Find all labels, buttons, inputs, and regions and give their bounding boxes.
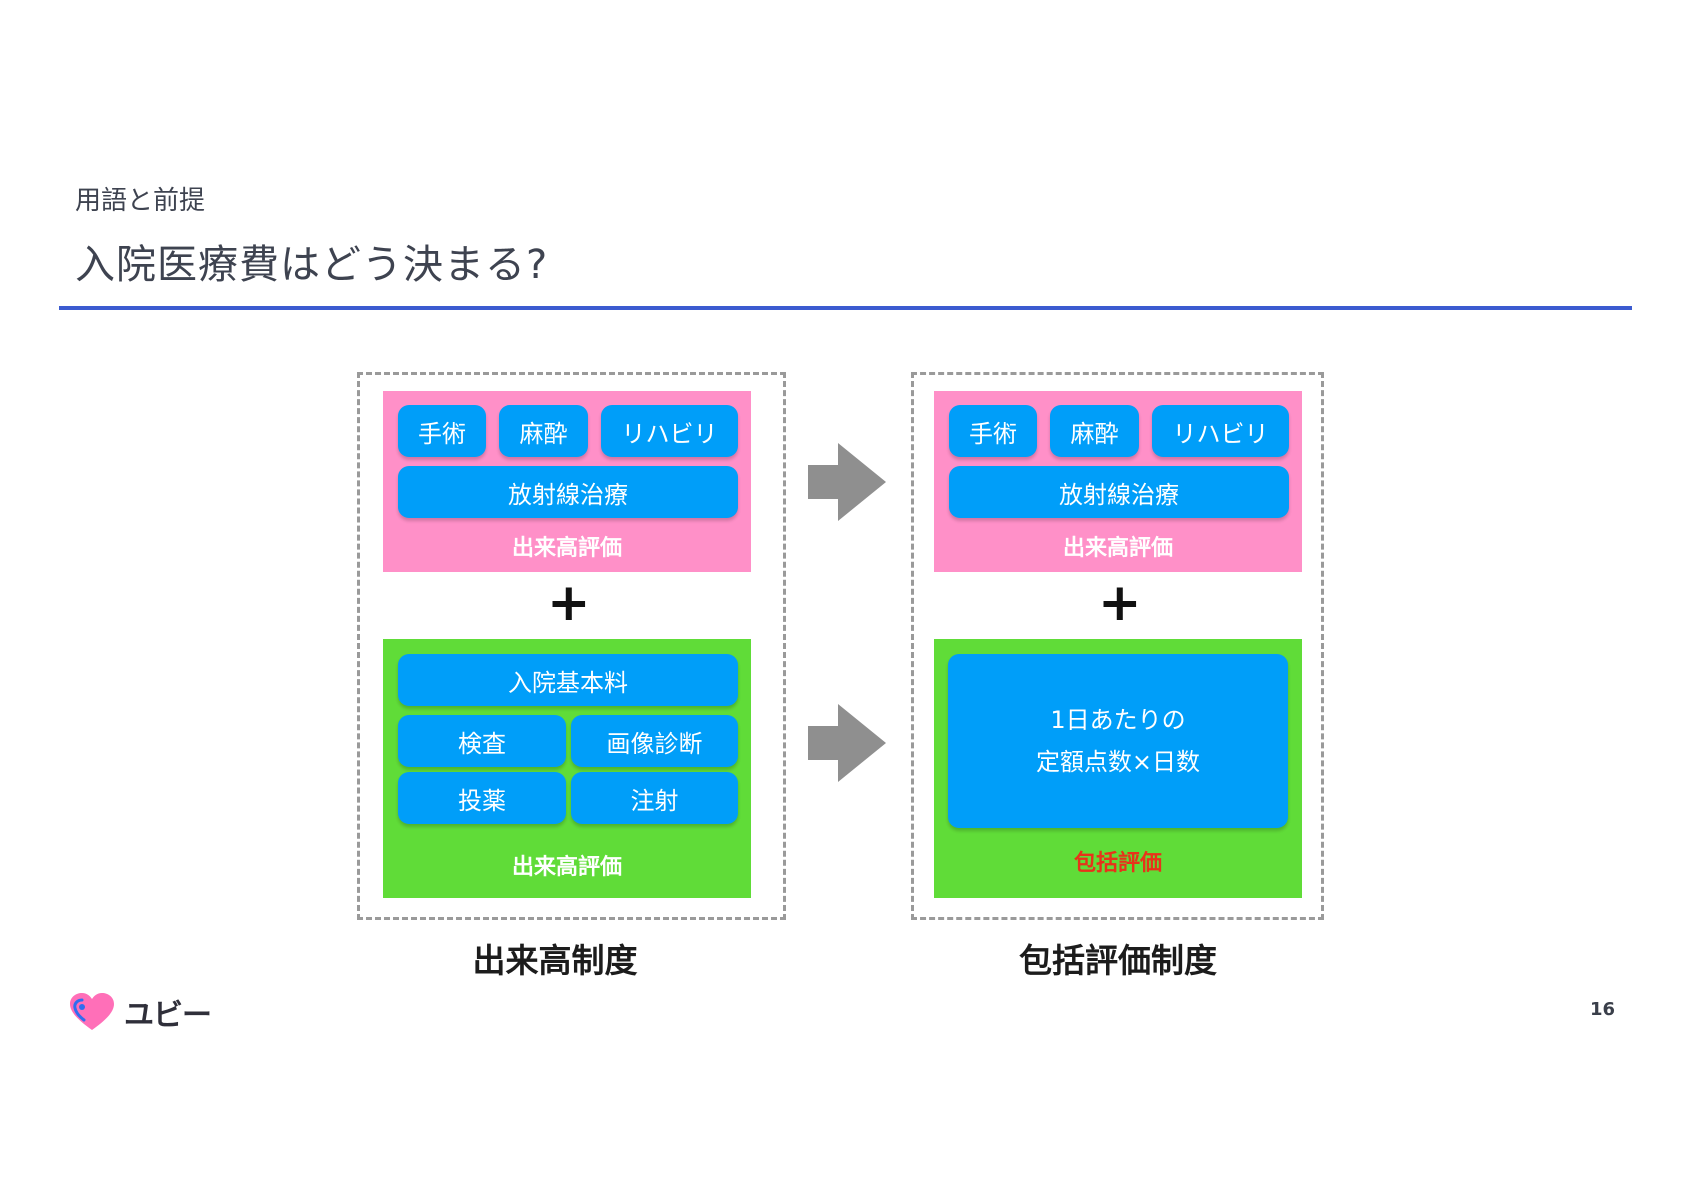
title-divider: [59, 306, 1632, 310]
chip-surgery: 手術: [398, 405, 486, 457]
flat-rate-line-1: 1日あたりの: [1050, 706, 1186, 734]
right-system-caption: 包括評価制度: [1019, 941, 1217, 980]
flat-rate-line-2: 定額点数×日数: [1035, 748, 1201, 776]
chip-imaging: 画像診断: [571, 715, 738, 767]
chip-surgery: 手術: [949, 405, 1037, 457]
chip-hospitalization-fee: 入院基本料: [398, 654, 738, 706]
left-bottom-panel: 入院基本料 検査 画像診断 投薬 注射 出来高評価: [383, 639, 751, 898]
logo-text: ユビー: [124, 998, 212, 1033]
chip-examination: 検査: [398, 715, 566, 767]
chip-injection: 注射: [571, 772, 738, 824]
plus-symbol: +: [1098, 573, 1142, 633]
arrow-right-icon: [808, 704, 886, 782]
page-number: 16: [1590, 999, 1616, 1020]
left-system-frame: [357, 372, 786, 920]
page-title: 入院医療費はどう決まる?: [75, 242, 549, 288]
chip-medication: 投薬: [398, 772, 566, 824]
right-top-panel: 手術 麻酔 リハビリ 放射線治療 出来高評価: [934, 391, 1302, 572]
right-bottom-panel: 1日あたりの 定額点数×日数 包括評価: [934, 639, 1302, 898]
chip-anesthesia: 麻酔: [499, 405, 588, 457]
left-top-panel: 手術 麻酔 リハビリ 放射線治療 出来高評価: [383, 391, 751, 572]
chip-rehabilitation: リハビリ: [601, 405, 738, 457]
heart-logo-icon: [70, 993, 114, 1030]
panel-label: 出来高評価: [511, 855, 622, 880]
chip-radiation-therapy: 放射線治療: [398, 466, 738, 518]
section-eyebrow: 用語と前提: [75, 186, 206, 216]
panel-label: 出来高評価: [511, 536, 622, 561]
chip-radiation-therapy: 放射線治療: [949, 466, 1289, 518]
panel-label: 出来高評価: [1062, 536, 1173, 561]
panel-label-comprehensive: 包括評価: [1073, 851, 1162, 876]
ubie-logo: ユビー: [68, 990, 212, 1034]
left-system-caption: 出来高制度: [472, 941, 638, 980]
right-system-frame: [911, 372, 1324, 920]
flat-rate-block: 1日あたりの 定額点数×日数: [948, 654, 1288, 828]
chip-anesthesia: 麻酔: [1050, 405, 1139, 457]
plus-symbol: +: [547, 573, 591, 633]
chip-rehabilitation: リハビリ: [1152, 405, 1289, 457]
arrow-right-icon: [808, 443, 886, 521]
